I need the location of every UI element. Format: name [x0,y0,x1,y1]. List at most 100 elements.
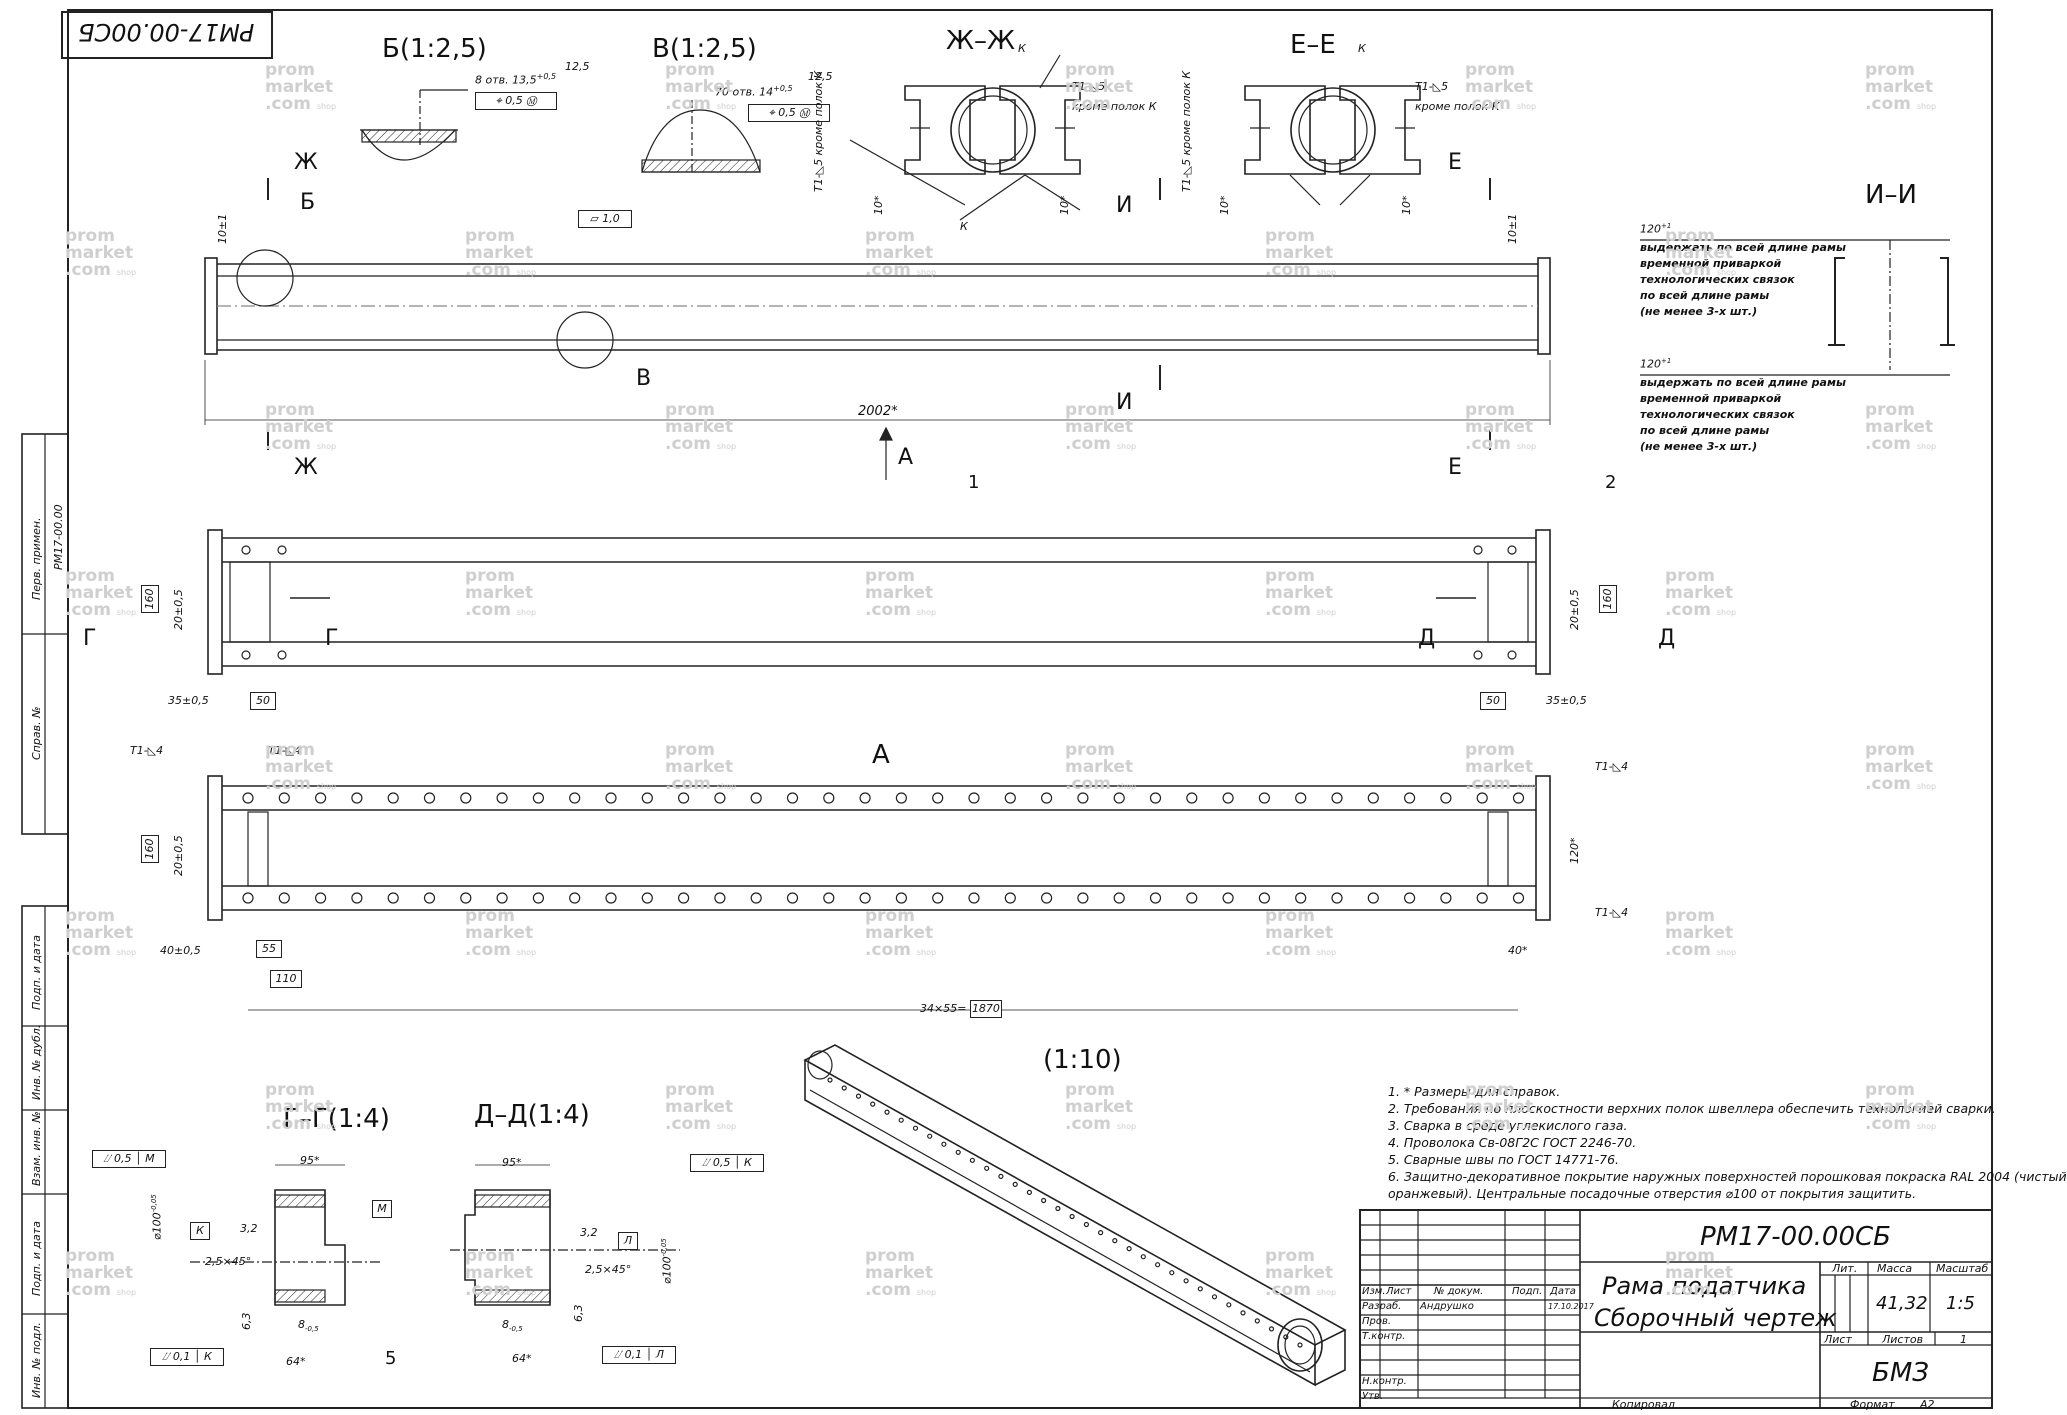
watermark-l2: market [65,923,134,943]
dim-40-right: 40* [1508,944,1528,957]
iso-hole [1169,1270,1175,1276]
dim-10-1-left: 10±1 [216,213,229,244]
watermark: prom market .com shop [1265,568,1336,621]
mounting-hole [823,792,835,804]
watermark-l2: market [1265,583,1334,603]
watermark: prom market .com shop [1065,742,1136,795]
dim-35-right: 35±0,5 [1546,694,1587,707]
tb-role-0: Разраб. [1362,1301,1402,1312]
watermark-l3: .com shop [1865,774,1937,794]
tb-lit-label: Лит. [1832,1262,1858,1275]
letter-d-left: Д [1418,626,1436,651]
label-iso-scale: (1:10) [1043,1045,1122,1075]
tb-h-data: Дата [1550,1286,1576,1297]
iso-hole [1211,1294,1218,1300]
iso-hole [1112,1237,1118,1244]
mounting-hole [786,892,799,904]
watermark: prom market .com shop [65,228,136,281]
mounting-hole [1222,792,1234,804]
iso-hole [855,1093,862,1099]
watermark-l3: .com shop [1865,94,1937,114]
letter-g-left: Г [83,626,97,651]
letter-e-top: Е [1448,150,1462,175]
watermark: prom market .com shop [865,568,936,621]
watermark-l1: prom [1665,1246,1715,1266]
watermark-l2: market [1865,757,1934,777]
iso-view [803,1044,1347,1387]
letter-zh-bottom: Ж [294,455,318,480]
iso-hole [1197,1286,1203,1292]
detail-v [641,100,761,175]
weld-a-1: Т1-◺4 [130,744,164,757]
watermark-l3: .com shop [1065,774,1137,794]
d-dim-64: 64* [512,1352,532,1365]
mounting-hole [1476,792,1488,804]
watermark-l2: market [1865,77,1934,97]
zh-weld-left: Т1-◺5 кроме полок К [812,70,825,192]
mounting-hole [1077,792,1089,804]
mounting-hole [823,892,835,904]
watermark: prom market .com shop [465,1248,536,1301]
iso-hole [1083,1221,1090,1228]
iso-hole [969,1157,976,1163]
iso-hole [1240,1310,1246,1316]
zh-dim-10-right: 10* [1058,195,1071,216]
dim-120-a: 120* [1568,837,1581,865]
watermark: prom market .com shop [1065,402,1136,455]
watermark-l3: .com shop [1065,94,1137,114]
watermark-l1: prom [865,906,915,926]
mounting-hole [968,892,980,904]
watermark-l2: market [865,923,934,943]
e-weld-left: Т1-◺5 кроме полок К [1180,70,1193,192]
dim-35-left: 35±0,5 [168,694,209,707]
watermark-l2: market [265,417,334,437]
watermark-l3: .com shop [865,1280,937,1300]
mounting-hole [1295,892,1307,904]
mounting-hole [351,792,363,804]
mounting-hole [605,792,617,804]
g-dim-63: 6,3 [240,1312,253,1331]
watermark: prom market .com shop [1065,1082,1136,1135]
watermark: prom market .com shop [1865,62,1936,115]
watermark-l3: .com shop [1065,434,1137,454]
watermark-l1: prom [665,740,715,760]
mounting-hole [1440,892,1452,904]
watermark-l1: prom [865,226,915,246]
letter-i-bottom: И [1116,390,1133,415]
weld-a-4: Т1-◺4 [1595,906,1629,919]
mounting-hole [423,892,436,904]
view-a [207,775,1551,1011]
mounting-hole [714,892,726,904]
dim-40-left: 40±0,5 [160,944,201,957]
watermark-l1: prom [465,1246,515,1266]
tb-h-list: Лист [1386,1286,1412,1297]
watermark-l1: prom [265,400,315,420]
tb-h-docum: № докум. [1434,1286,1484,1297]
dim-50-left: 50 [250,692,276,710]
watermark: prom market .com shop [1265,908,1336,961]
watermark: prom market .com shop [865,228,936,281]
side-perv-primen-value: РМ17-00.00 [52,504,65,570]
mounting-hole [1113,792,1125,804]
mounting-hole [1077,892,1089,904]
dim-55: 55 [256,940,282,958]
label-g-section: Г–Г(1:4) [283,1104,390,1134]
watermark: prom market .com shop [465,568,536,621]
dim-chain: 34×55= 1870 [920,1000,1002,1018]
watermark-l3: .com shop [1865,434,1937,454]
sheet-frame [21,9,1993,1409]
watermark-l2: market [1665,583,1734,603]
watermark-l2: market [265,1097,334,1117]
watermark-l3: .com shop [665,1114,737,1134]
watermark-l1: prom [65,566,115,586]
tb-mass-label: Масса [1877,1262,1913,1275]
section-d [450,1164,680,1306]
dim-110: 110 [270,970,302,988]
watermark-l3: .com shop [665,774,737,794]
watermark-l1: prom [265,740,315,760]
d-runout-01: ⌰ 0,1 │ Л [602,1346,676,1364]
watermark: prom market .com shop [665,62,736,115]
dim-20-right: 20±0,5 [1568,589,1581,630]
watermark-l2: market [465,923,534,943]
watermark-l1: prom [1265,226,1315,246]
